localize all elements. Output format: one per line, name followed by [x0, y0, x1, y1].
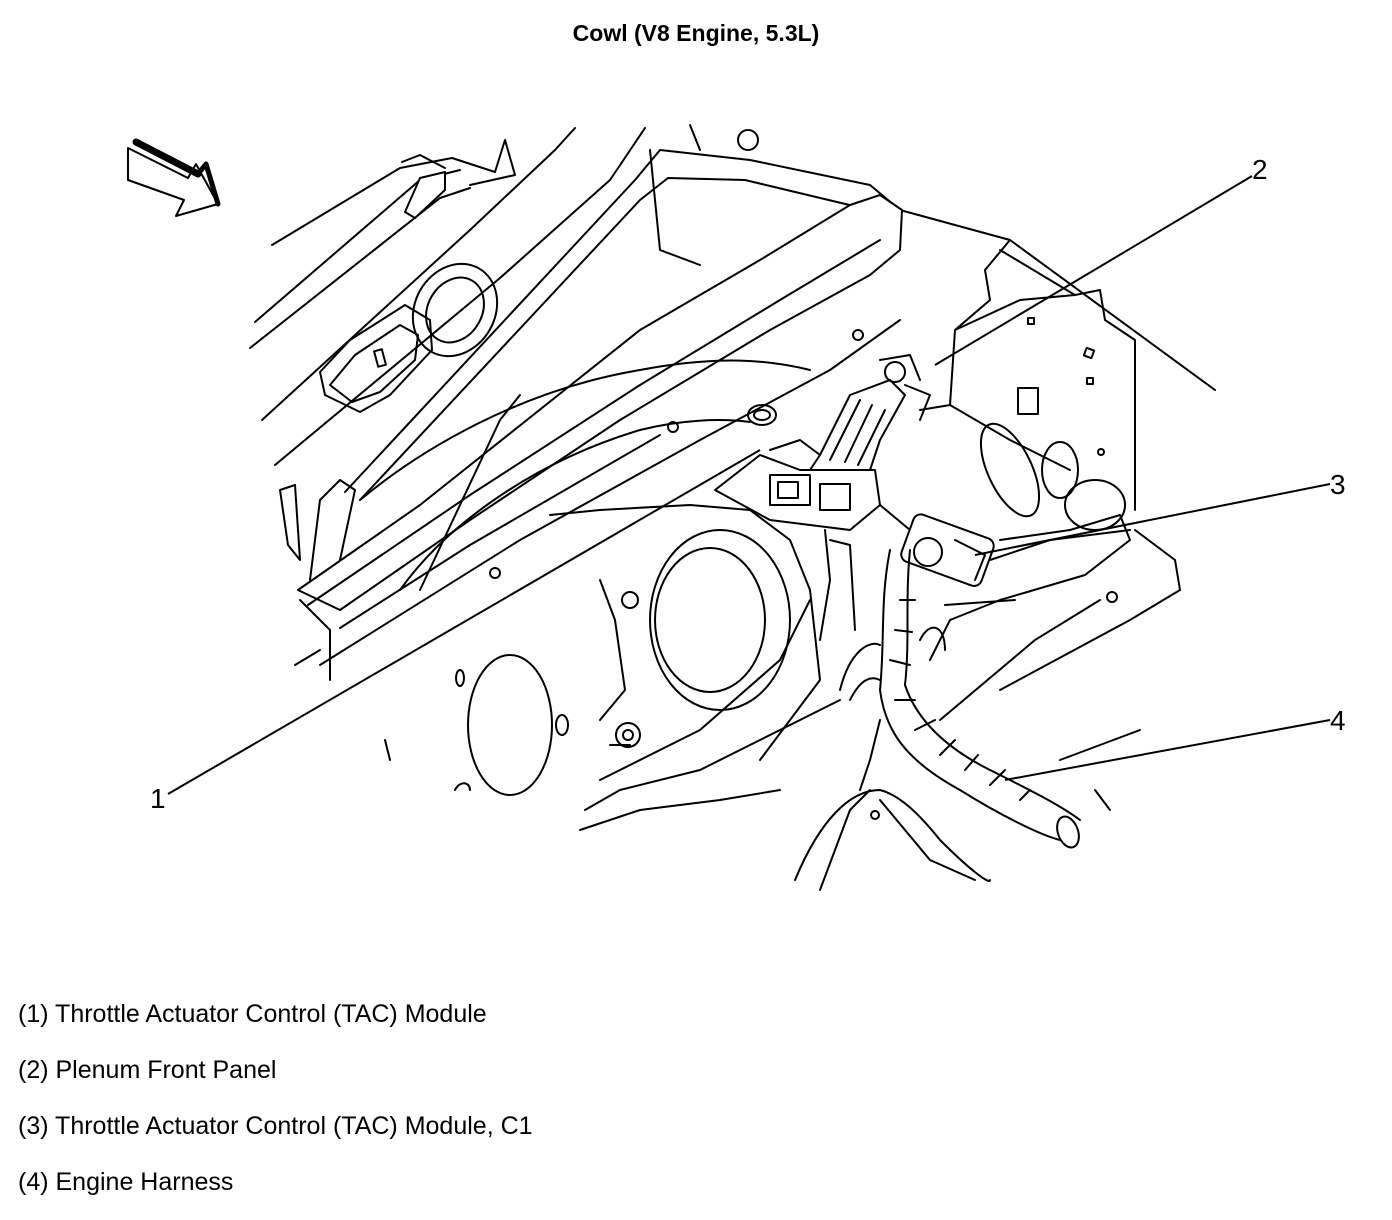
callout-2-leader — [934, 175, 1253, 366]
forward-direction-arrow-icon — [127, 138, 221, 217]
legend-item: (2) Plenum Front Panel — [18, 1056, 277, 1084]
callout-1-number: 1 — [150, 783, 166, 814]
diagram-title: Cowl (V8 Engine, 5.3L) — [572, 20, 820, 46]
parts-legend: (1) Throttle Actuator Control (TAC) Modu… — [18, 996, 533, 1220]
cowl-line-drawing — [127, 124, 1331, 891]
legend-item: (3) Throttle Actuator Control (TAC) Modu… — [18, 1112, 533, 1140]
callout-4-leader — [1004, 719, 1331, 781]
callout-4-number: 4 — [1330, 705, 1346, 736]
legend-item: (1) Throttle Actuator Control (TAC) Modu… — [18, 1000, 487, 1028]
callout-3-number: 3 — [1330, 469, 1346, 500]
callout-3-leader — [974, 483, 1331, 556]
callout-1-leader — [167, 449, 761, 795]
callout-2-number: 2 — [1252, 154, 1268, 185]
legend-item: (4) Engine Harness — [18, 1168, 234, 1196]
